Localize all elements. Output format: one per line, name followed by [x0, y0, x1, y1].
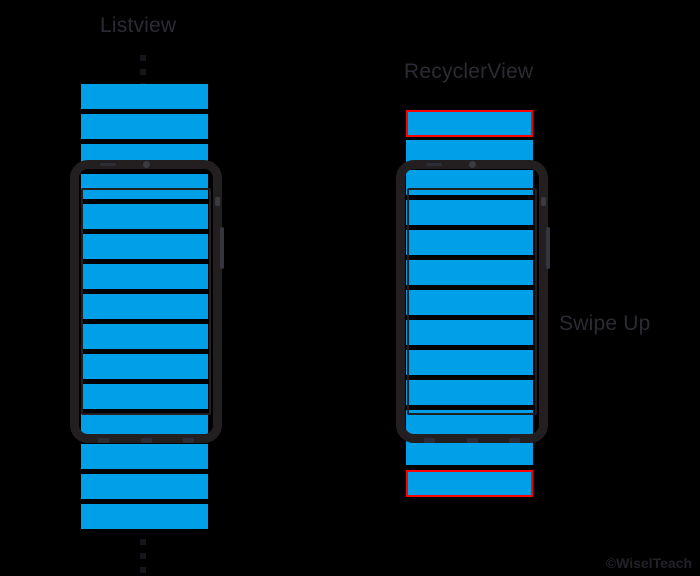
- list-item[interactable]: [81, 174, 208, 199]
- recycled-item[interactable]: [406, 410, 533, 435]
- recycled-item[interactable]: [406, 470, 533, 497]
- recycled-item[interactable]: [406, 350, 533, 375]
- recycled-item[interactable]: [406, 440, 533, 465]
- flash-icon: [541, 197, 546, 206]
- ellipsis-bottom-icon: [140, 539, 146, 576]
- recycled-item[interactable]: [406, 140, 533, 165]
- recycled-item[interactable]: [406, 290, 533, 315]
- list-item[interactable]: [81, 384, 208, 409]
- list-item[interactable]: [81, 294, 208, 319]
- power-button-icon[interactable]: [546, 227, 550, 269]
- list-item[interactable]: [81, 264, 208, 289]
- list-item[interactable]: [81, 504, 208, 529]
- list-item[interactable]: [81, 474, 208, 499]
- list-item[interactable]: [81, 84, 208, 109]
- recycled-item[interactable]: [406, 230, 533, 255]
- recyclerview-title: RecyclerView: [404, 60, 534, 83]
- list-item[interactable]: [81, 114, 208, 139]
- recycled-item[interactable]: [406, 380, 533, 405]
- recycled-item[interactable]: [406, 110, 533, 137]
- recycled-item[interactable]: [406, 260, 533, 285]
- list-item[interactable]: [81, 204, 208, 229]
- recycled-item[interactable]: [406, 320, 533, 345]
- list-item[interactable]: [81, 324, 208, 349]
- list-item[interactable]: [81, 354, 208, 379]
- list-item[interactable]: [81, 234, 208, 259]
- recycled-item[interactable]: [406, 200, 533, 225]
- recycled-item[interactable]: [406, 170, 533, 195]
- list-item[interactable]: [81, 444, 208, 469]
- listview-title: Listview: [100, 14, 177, 37]
- watermark: ©WiselTeach: [605, 555, 692, 571]
- swipe-up-label: Swipe Up: [559, 312, 651, 335]
